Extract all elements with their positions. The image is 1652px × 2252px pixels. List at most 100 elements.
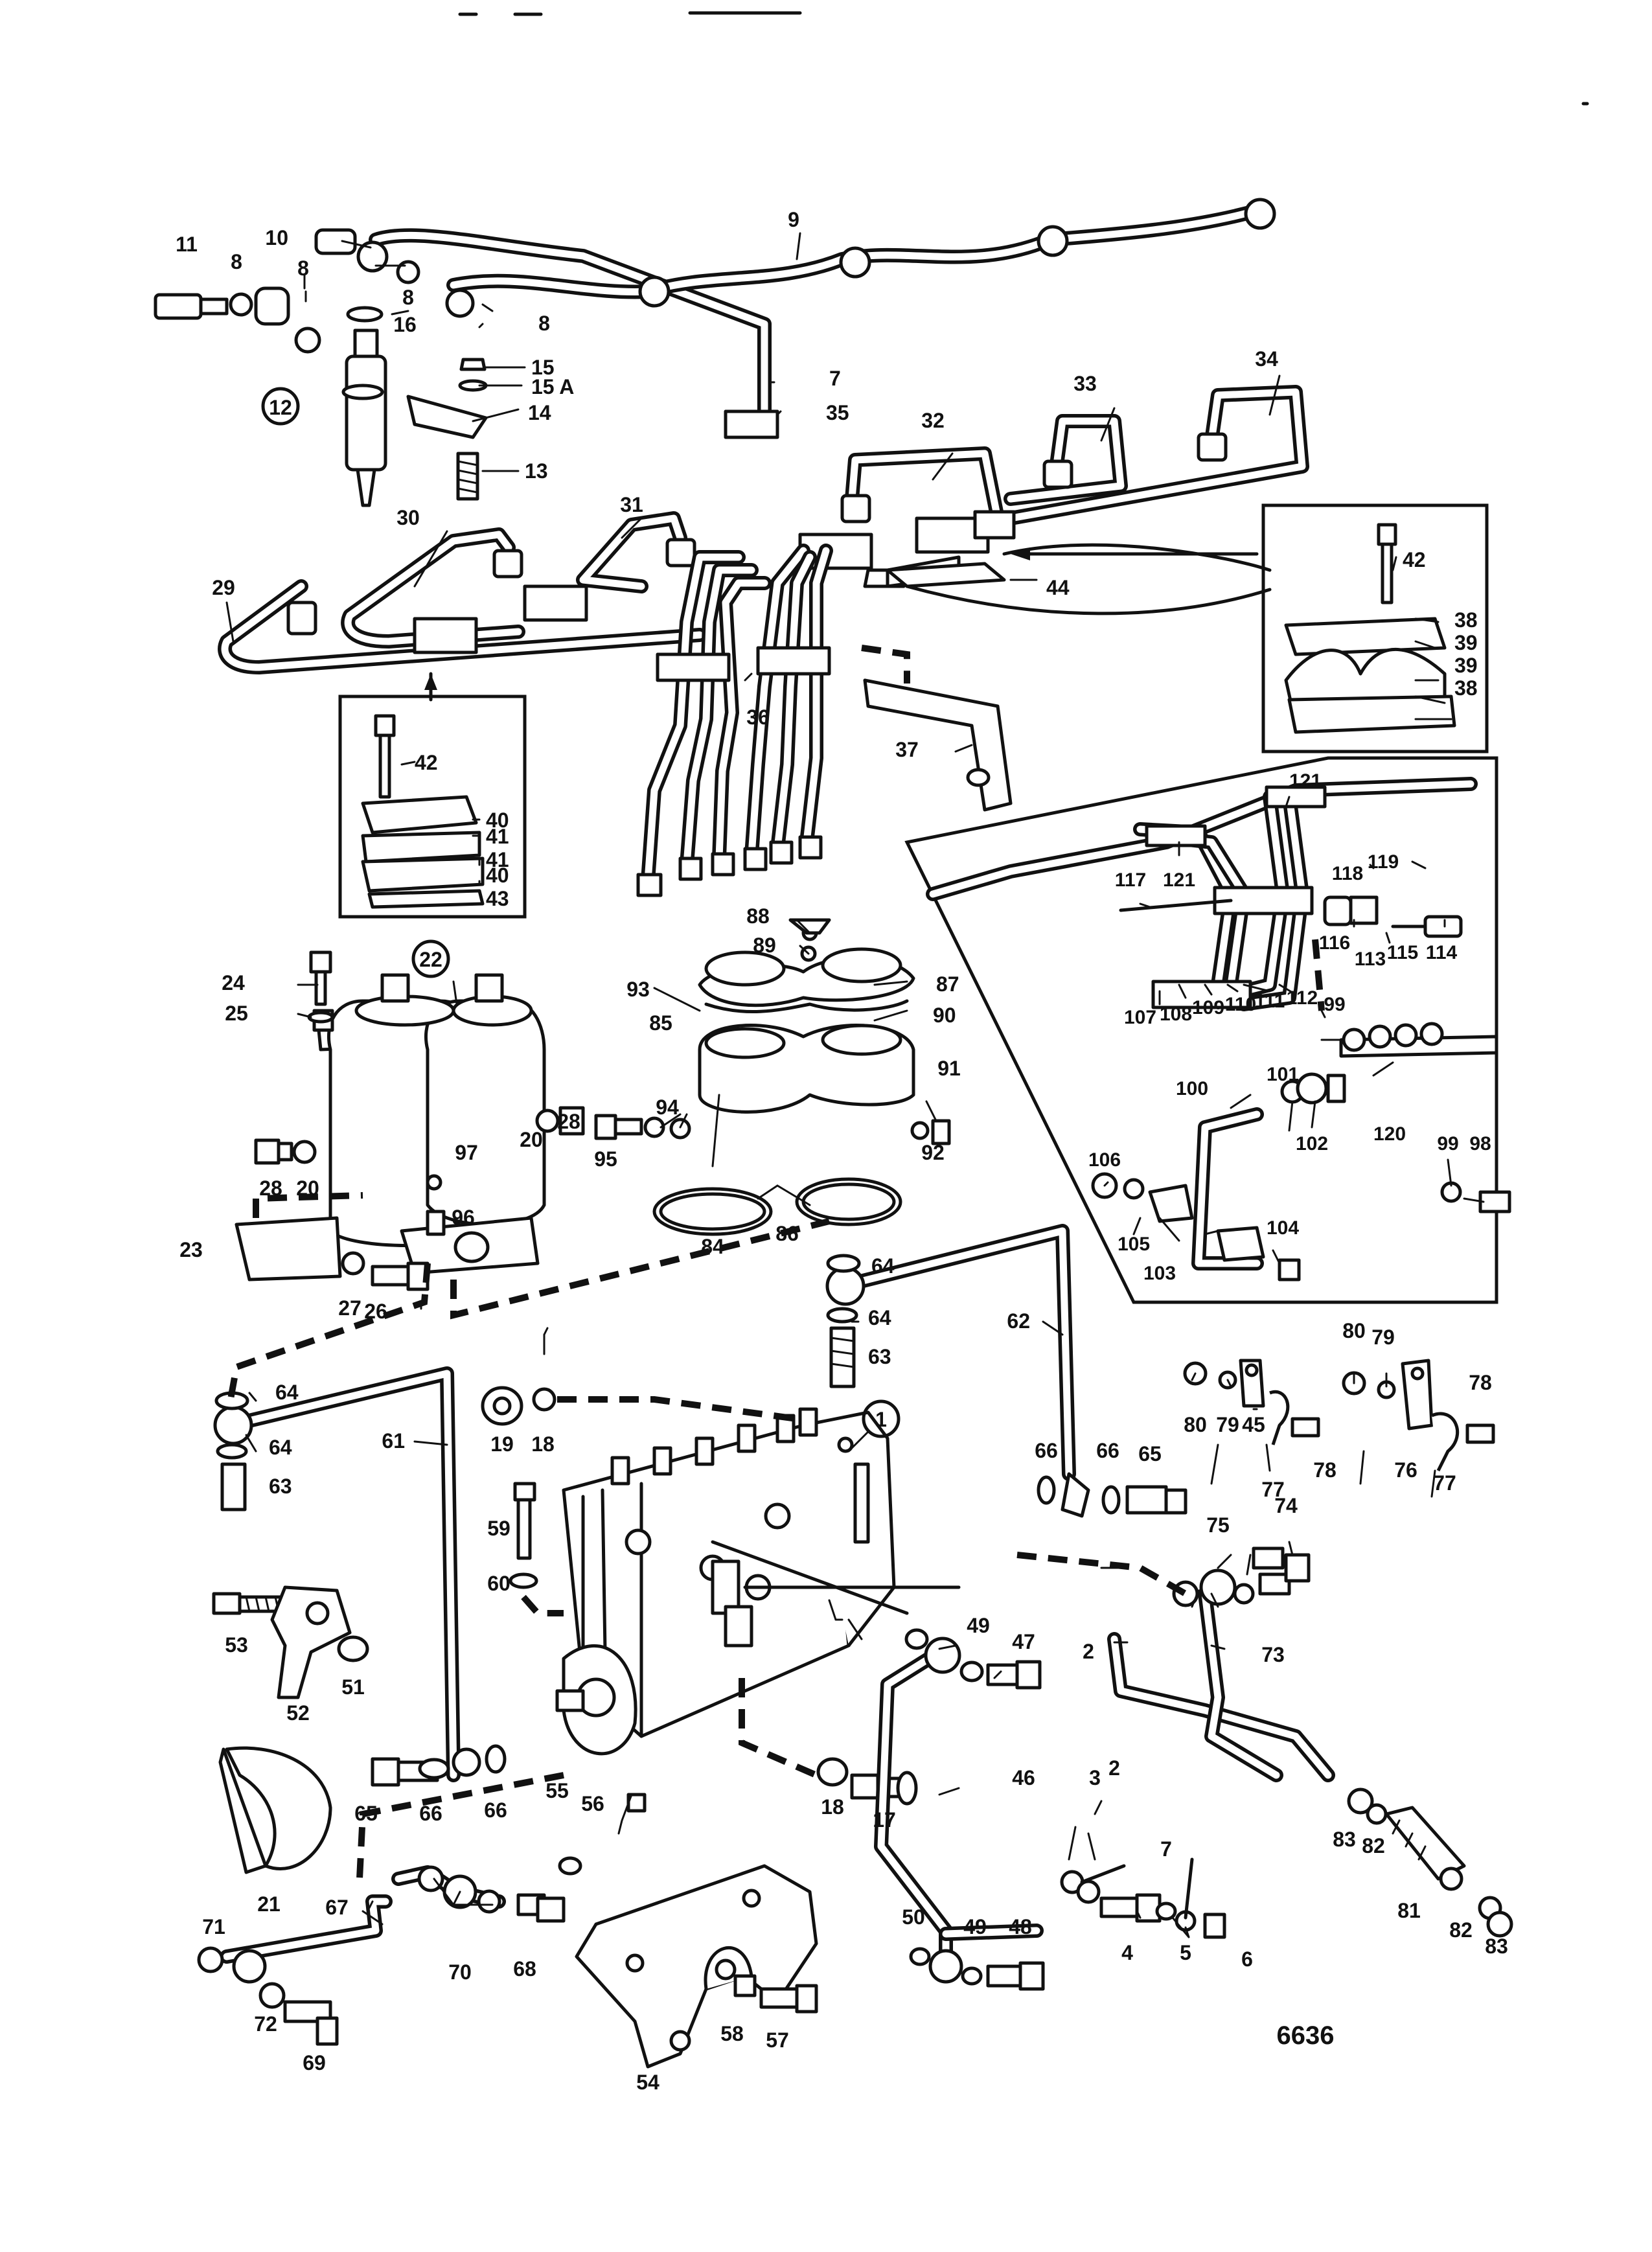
callout-80b: 80 xyxy=(1342,1319,1366,1342)
callout-42a: 42 xyxy=(415,751,438,774)
callout-9: 9 xyxy=(788,208,799,231)
callout-68: 68 xyxy=(513,1957,536,1981)
detail-box-alternative-pipes xyxy=(904,756,1511,1304)
callout-95: 95 xyxy=(594,1147,617,1171)
callout-75: 75 xyxy=(1206,1513,1230,1537)
lower-left-parts xyxy=(197,1585,566,2046)
callout-13: 13 xyxy=(525,459,548,483)
callout-16: 16 xyxy=(393,313,417,336)
callout-10: 10 xyxy=(265,226,288,249)
figure-number: 6636 xyxy=(1277,2021,1335,2050)
detail-box-clamp-right xyxy=(1261,503,1489,753)
callout-42b: 42 xyxy=(1403,548,1426,571)
callout-86: 86 xyxy=(775,1222,799,1245)
callout-107: 107 xyxy=(1124,1007,1156,1028)
callout-108: 108 xyxy=(1160,1004,1192,1025)
callout-19: 19 xyxy=(490,1432,514,1456)
callout-73: 73 xyxy=(1261,1643,1285,1666)
callout-66b: 66 xyxy=(1096,1439,1119,1462)
callout-5: 5 xyxy=(1180,1941,1191,1964)
callout-1: 1 xyxy=(875,1408,887,1431)
callout-29: 29 xyxy=(212,576,235,599)
callout-43: 43 xyxy=(486,887,509,910)
callout-8b: 8 xyxy=(297,257,309,280)
callout-99a: 99 xyxy=(1324,994,1345,1015)
injector-pipe-group xyxy=(314,198,1276,439)
callout-1-circle xyxy=(862,1399,901,1438)
callout-41a: 41 xyxy=(486,825,509,848)
callout-50: 50 xyxy=(902,1905,925,1929)
callout-63b: 63 xyxy=(269,1475,292,1498)
callout-labels: 9 10 11 8 8 8 8 16 15 15 A 14 13 12 7 35… xyxy=(176,208,1508,2094)
callout-15a: 15 A xyxy=(531,375,574,398)
callout-24: 24 xyxy=(222,971,245,994)
callout-31: 31 xyxy=(620,493,643,516)
callout-115: 115 xyxy=(1387,942,1418,963)
callout-104: 104 xyxy=(1267,1217,1299,1239)
callout-81: 81 xyxy=(1397,1899,1421,1922)
callout-11: 11 xyxy=(176,233,198,256)
callout-36: 36 xyxy=(746,706,770,729)
callout-49a: 49 xyxy=(967,1614,990,1637)
callout-88: 88 xyxy=(746,904,770,928)
callout-7b: 7 xyxy=(1160,1837,1172,1861)
callout-91: 91 xyxy=(937,1057,961,1080)
callout-54: 54 xyxy=(636,2071,660,2094)
callout-61: 61 xyxy=(382,1429,405,1453)
callout-64b: 64 xyxy=(868,1306,891,1329)
callout-39b: 39 xyxy=(1454,654,1478,677)
callout-22-circle xyxy=(411,939,450,978)
callout-39a: 39 xyxy=(1454,631,1478,654)
callout-77a: 77 xyxy=(1261,1478,1285,1501)
callout-45: 45 xyxy=(1242,1413,1265,1436)
callout-78a: 78 xyxy=(1313,1458,1337,1482)
pipe-bundle xyxy=(636,544,833,897)
callout-27: 27 xyxy=(338,1296,361,1320)
callout-65a: 65 xyxy=(1138,1442,1162,1465)
callout-112: 112 xyxy=(1287,987,1318,1009)
pipe-assembly-29-34 xyxy=(218,385,1309,674)
callout-41b: 41 xyxy=(486,848,509,871)
callout-84: 84 xyxy=(701,1235,724,1258)
callout-7a: 7 xyxy=(829,367,841,390)
callout-113: 113 xyxy=(1355,948,1386,970)
callout-120: 120 xyxy=(1373,1123,1406,1145)
callout-40a: 40 xyxy=(486,809,509,832)
callout-121a: 121 xyxy=(1289,770,1322,792)
callout-72: 72 xyxy=(254,2012,277,2036)
callout-85: 85 xyxy=(649,1011,672,1035)
fuel-injector xyxy=(154,286,488,507)
callout-117: 117 xyxy=(1115,869,1146,891)
callout-89: 89 xyxy=(753,934,776,957)
callout-44: 44 xyxy=(1046,576,1070,599)
callout-82b: 82 xyxy=(1449,1918,1473,1942)
callout-114: 114 xyxy=(1426,942,1458,963)
callout-28a: 28 xyxy=(557,1110,580,1133)
callout-59: 59 xyxy=(487,1517,511,1540)
callout-87: 87 xyxy=(936,972,959,996)
callout-49b: 49 xyxy=(963,1915,987,1938)
callout-51: 51 xyxy=(341,1675,365,1699)
callout-102: 102 xyxy=(1296,1133,1328,1155)
callout-56: 56 xyxy=(581,1792,604,1815)
callout-82a: 82 xyxy=(1362,1834,1385,1857)
callout-70: 70 xyxy=(448,1960,472,1984)
callout-92: 92 xyxy=(921,1141,945,1164)
callout-79a: 79 xyxy=(1216,1413,1239,1436)
detail-box-clamp-left xyxy=(338,695,527,919)
callout-83a: 83 xyxy=(1333,1828,1356,1851)
callout-38a: 38 xyxy=(1454,608,1478,632)
callout-109: 109 xyxy=(1192,997,1224,1018)
callout-64a: 64 xyxy=(871,1254,895,1278)
callout-21: 21 xyxy=(257,1892,281,1916)
callout-8a: 8 xyxy=(231,250,242,273)
callout-100: 100 xyxy=(1176,1078,1208,1099)
callout-3: 3 xyxy=(1089,1766,1101,1789)
callout-83b: 83 xyxy=(1485,1935,1508,1958)
callout-77b: 77 xyxy=(1433,1471,1456,1495)
callout-119: 119 xyxy=(1368,851,1399,873)
callout-22: 22 xyxy=(419,948,442,971)
right-brackets xyxy=(1183,1359,1495,1570)
callout-78b: 78 xyxy=(1469,1371,1492,1394)
